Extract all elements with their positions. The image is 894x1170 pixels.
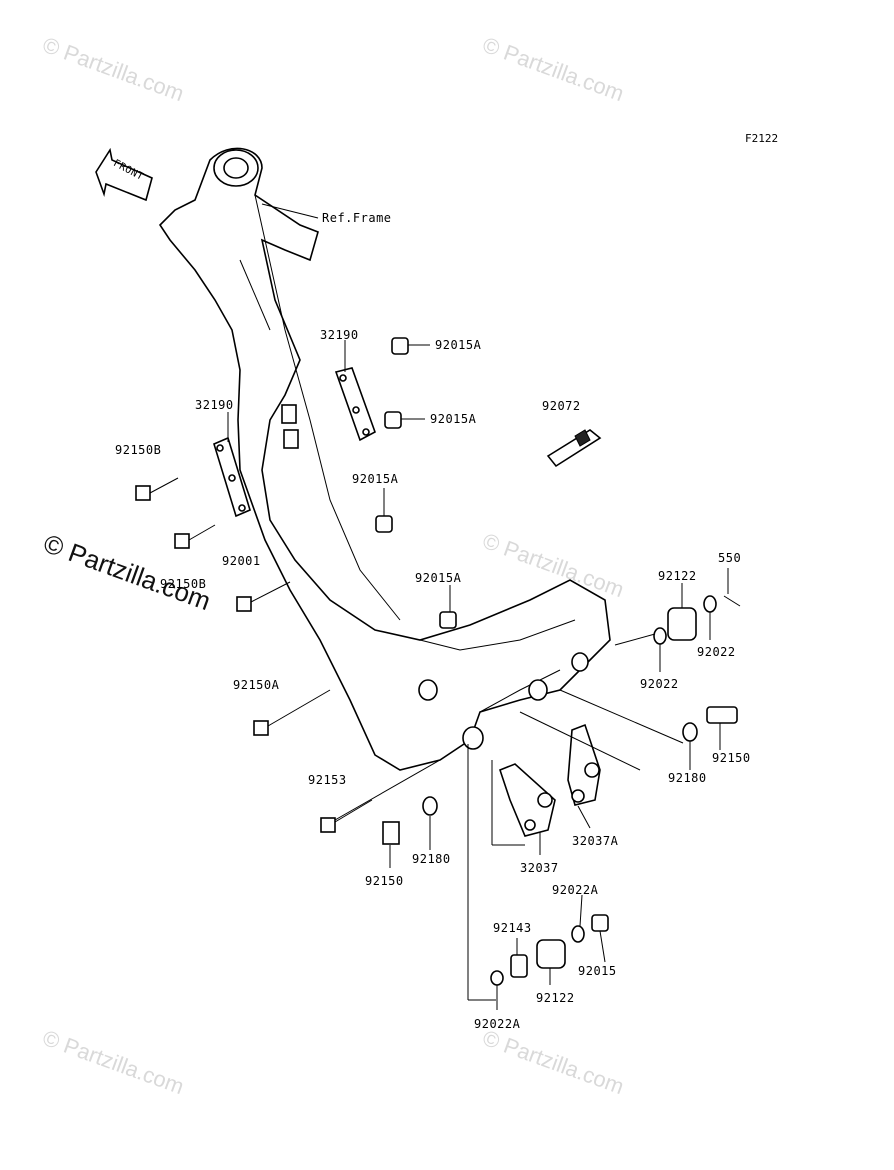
washer-92180-lower — [422, 796, 438, 816]
bracket-32037 — [499, 763, 556, 837]
bolt-92150A — [253, 689, 331, 736]
label-92150B: 92150B — [115, 443, 162, 457]
washer-92022-2 — [653, 627, 667, 645]
label-92150A: 92150A — [233, 678, 280, 692]
nut-92015A-2 — [384, 411, 402, 429]
label-92122: 92122 — [536, 991, 575, 1005]
bolt-92150-right — [706, 706, 738, 724]
label-92022A: 92022A — [552, 883, 599, 897]
label-32190: 32190 — [320, 328, 359, 342]
collar-92143 — [510, 954, 528, 978]
label-92150: 92150 — [712, 751, 751, 765]
collar-92122-upper — [667, 607, 697, 641]
label-92143: 92143 — [493, 921, 532, 935]
bolt-92150B-2 — [174, 524, 216, 549]
label-92015A: 92015A — [435, 338, 482, 352]
label-92001: 92001 — [222, 554, 261, 568]
bracket-32190-lower — [213, 436, 251, 518]
label-92180: 92180 — [668, 771, 707, 785]
washer-92180-right — [682, 722, 698, 742]
label-32037A: 32037A — [572, 834, 619, 848]
label-550: 550 — [718, 551, 742, 565]
frame-body — [158, 147, 611, 771]
nut-92015A-4 — [439, 611, 457, 629]
clamp-92072 — [546, 429, 602, 468]
bracket-32037A — [567, 723, 601, 806]
label-92022: 92022 — [697, 645, 736, 659]
leader-lines — [227, 203, 729, 1010]
washer-92022A-lower — [490, 970, 504, 986]
label-92122: 92122 — [658, 569, 697, 583]
label-92150: 92150 — [365, 874, 404, 888]
nut-92015A-3 — [375, 515, 393, 533]
label-92015A: 92015A — [352, 472, 399, 486]
label-92015A: 92015A — [415, 571, 462, 585]
bolt-92150B-1 — [135, 477, 179, 501]
label-92153: 92153 — [308, 773, 347, 787]
label-ref-frame: Ref.Frame — [322, 211, 392, 225]
label-92015: 92015 — [578, 964, 617, 978]
washer-92022-1 — [703, 595, 717, 613]
nut-92015A-1 — [391, 337, 409, 355]
label-32037: 32037 — [520, 861, 559, 875]
bolt-92153 — [320, 799, 373, 833]
bolt-92001 — [236, 581, 291, 612]
bracket-32190-upper — [334, 367, 376, 442]
collar-92122-lower — [536, 939, 566, 969]
nut-92015 — [591, 914, 609, 932]
diagram-code: F2122 — [745, 132, 779, 145]
label-32190: 32190 — [195, 398, 234, 412]
label-92072: 92072 — [542, 399, 581, 413]
front-arrow-icon — [95, 147, 153, 202]
label-92022A: 92022A — [474, 1017, 521, 1031]
label-92150B: 92150B — [160, 577, 207, 591]
pin-550 — [723, 595, 741, 607]
label-92180: 92180 — [412, 852, 451, 866]
washer-92022A-upper — [571, 925, 585, 943]
label-92015A: 92015A — [430, 412, 477, 426]
label-92022: 92022 — [640, 677, 679, 691]
bolt-92150-lower — [382, 821, 400, 845]
